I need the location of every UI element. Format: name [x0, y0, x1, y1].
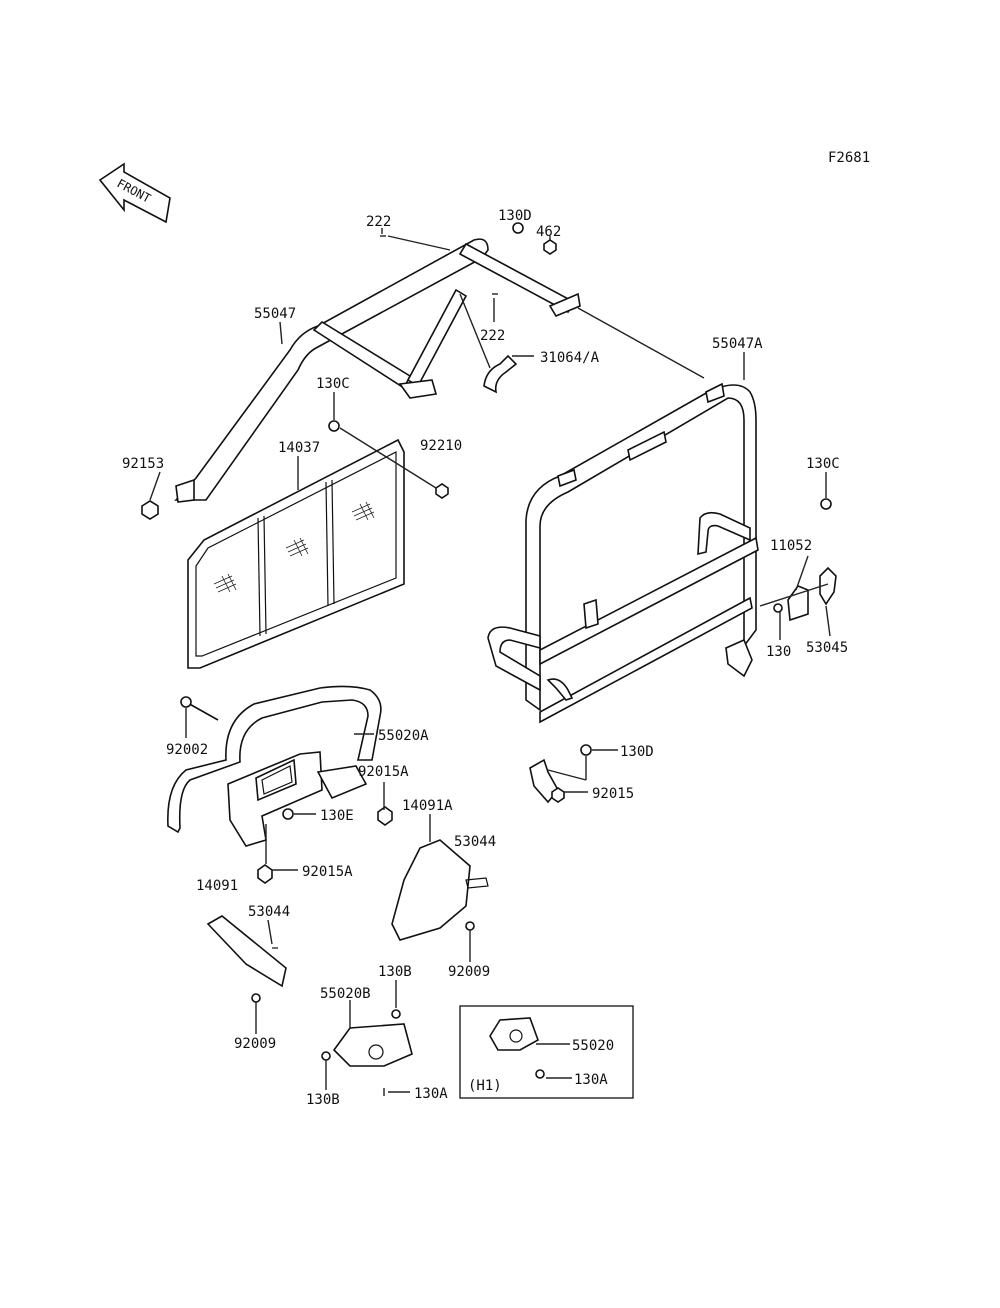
label-92002: 92002 — [166, 742, 208, 758]
label-462: 462 — [536, 224, 561, 240]
label-92015a-b: 92015A — [302, 864, 353, 880]
label-55020a: 55020A — [378, 728, 429, 744]
part-labels: 222 130D 462 222 55047 31064/A 55047A 13… — [122, 208, 848, 1108]
label-11052: 11052 — [770, 538, 812, 554]
label-31064a: 31064/A — [540, 350, 600, 366]
bolt-130e — [282, 808, 294, 820]
label-130c-left: 130C — [316, 376, 350, 392]
label-53045: 53045 — [806, 640, 848, 656]
bolt-130b-b — [321, 1051, 331, 1061]
label-55020b: 55020B — [320, 986, 371, 1002]
bolt-130a-b — [535, 1069, 545, 1079]
bolt-130 — [773, 603, 783, 613]
label-92009-b: 92009 — [234, 1036, 276, 1052]
label-130b-b: 130B — [306, 1092, 340, 1108]
label-14091: 14091 — [196, 878, 238, 894]
hole-55020b — [368, 1044, 384, 1060]
label-130d-top: 130D — [498, 208, 532, 224]
guard-14091a — [391, 839, 471, 941]
bolt-130b-a — [391, 1009, 401, 1019]
window-net-14037 — [187, 438, 405, 669]
label-222-b: 222 — [480, 328, 505, 344]
label-222-top: 222 — [366, 214, 391, 230]
bolt-92002 — [185, 701, 219, 721]
nut-92015 — [551, 787, 565, 803]
nut-462 — [543, 239, 557, 255]
nut-92210 — [435, 483, 449, 499]
leader-lines — [149, 228, 831, 1093]
latch-53045 — [819, 566, 837, 606]
label-92153: 92153 — [122, 456, 164, 472]
label-55047a: 55047A — [712, 336, 763, 352]
clip-53044-a — [465, 877, 489, 889]
bolt-130c-left — [328, 420, 340, 432]
bolt-92009-b — [251, 993, 261, 1003]
hole-55020 — [509, 1029, 523, 1043]
label-130a-a: 130A — [414, 1086, 448, 1102]
bolt-130d-right — [580, 744, 592, 756]
label-130e: 130E — [320, 808, 354, 824]
plate-55020 — [489, 1017, 539, 1051]
label-53044-b: 53044 — [248, 904, 290, 920]
label-92015a-a: 92015A — [358, 764, 409, 780]
bumper-55020a — [167, 685, 382, 847]
hose-31064a — [483, 354, 518, 394]
bolt-130d-top — [512, 222, 524, 234]
label-53044-a: 53044 — [454, 834, 496, 850]
roof-frame-55047 — [174, 238, 581, 503]
label-92009-a: 92009 — [448, 964, 490, 980]
diagram-id: F2681 — [828, 150, 870, 166]
inset-box — [459, 1005, 634, 1099]
label-14091a: 14091A — [402, 798, 453, 814]
label-92015: 92015 — [592, 786, 634, 802]
label-130: 130 — [766, 644, 791, 660]
label-130b-a: 130B — [378, 964, 412, 980]
bolt-92009-a — [465, 921, 475, 931]
label-92210: 92210 — [420, 438, 462, 454]
nut-92015a-a — [377, 806, 393, 826]
guard-14091 — [206, 915, 287, 988]
front-arrow-icon: FRONT — [98, 162, 171, 224]
bolt-92002-head — [180, 696, 192, 708]
label-130d-right: 130D — [620, 744, 654, 760]
plate-55020b — [332, 1023, 413, 1067]
label-130c-right: 130C — [806, 456, 840, 472]
bolt-130c-right — [820, 498, 832, 510]
nut-92015a-b — [257, 864, 273, 884]
bolt-92153 — [141, 500, 159, 520]
label-14037: 14037 — [278, 440, 320, 456]
inset-label: (H1) — [468, 1078, 502, 1094]
rear-frame-55047a — [487, 382, 759, 724]
label-55020: 55020 — [572, 1038, 614, 1054]
label-55047: 55047 — [254, 306, 296, 322]
label-130a-b: 130A — [574, 1072, 608, 1088]
